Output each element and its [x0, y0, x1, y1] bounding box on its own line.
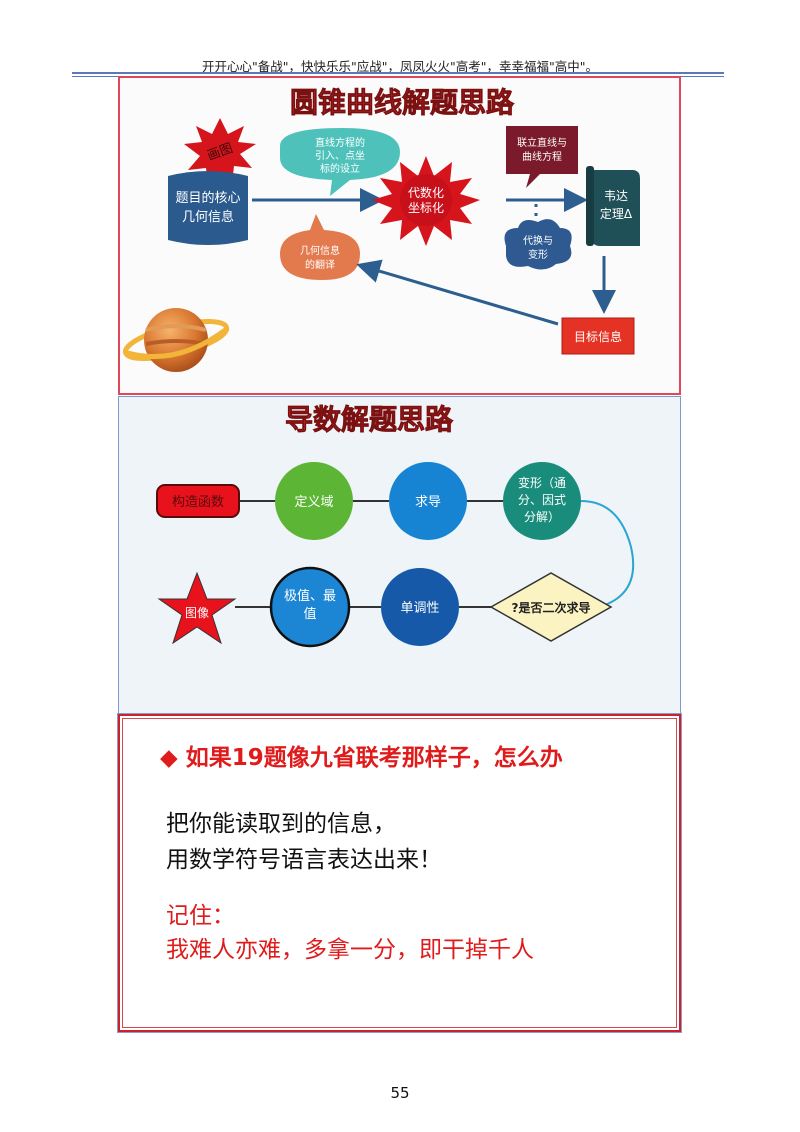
transform-line2: 分、因式	[518, 493, 566, 507]
derivative-panel: 导数解题思路 构造函数 定义域 求导 变形（通 分、因式 分解） ?是否二次求导…	[118, 396, 681, 714]
advice-line2: 用数学符号语言表达出来！	[166, 847, 442, 873]
algebra-sun	[372, 156, 480, 246]
advice-panel-inner-border	[122, 718, 677, 1028]
translate-line1: 几何信息	[300, 244, 340, 257]
setup-bubble-line1: 直线方程的	[315, 136, 365, 149]
vieta-scroll	[592, 170, 640, 246]
conic-panel: 圆锥曲线解题思路 画图 题目的核心 几何信息 直线方程的 引入、点坐 标的设立 …	[118, 76, 681, 395]
build-function-box	[156, 484, 240, 518]
combine-line1: 联立直线与	[517, 136, 567, 149]
advice-title: ◆ 如果19题像九省联考那样子，怎么办	[160, 738, 563, 772]
diamond-bullet-icon: ◆	[160, 745, 178, 771]
second-derivative-label: ?是否二次求导	[512, 600, 591, 615]
build-function-label: 构造函数	[172, 495, 224, 510]
vieta-line1: 韦达	[604, 189, 628, 203]
translate-line2: 的翻译	[305, 258, 335, 271]
core-info-line1: 题目的核心	[175, 190, 240, 206]
domain-circle	[275, 462, 353, 540]
monotonic-label: 单调性	[400, 601, 439, 616]
derivative-diagram: 导数解题思路 构造函数 定义域 求导 变形（通 分、因式 分解） ?是否二次求导…	[156, 403, 635, 648]
extreme-line1: 极值、最	[284, 588, 336, 604]
transform-line1: 变形（通	[518, 475, 566, 490]
transform-line2: 变形	[528, 248, 548, 261]
translate-bubble	[280, 214, 360, 280]
derive-circle	[389, 462, 467, 540]
conic-title: 圆锥曲线解题思路	[290, 86, 515, 119]
monotonic-circle	[381, 568, 459, 646]
draw-starburst	[184, 118, 256, 186]
advice-title-text: 如果19题像九省联考那样子，怎么办	[185, 745, 563, 771]
algebra-line2: 坐标化	[408, 201, 444, 215]
curve-connector	[580, 500, 635, 606]
setup-bubble-line3: 标的设立	[320, 162, 360, 175]
advice-panel: ◆ 如果19题像九省联考那样子，怎么办 把你能读取到的信息， 用数学符号语言表达出…	[117, 713, 682, 1033]
transform-line1: 代换与	[523, 234, 553, 247]
transform-cloud	[504, 219, 572, 270]
header-rule	[72, 72, 724, 74]
extreme-circle	[269, 566, 351, 648]
domain-label: 定义域	[294, 495, 333, 510]
planet-icon	[122, 308, 230, 372]
second-derivative-diamond	[489, 572, 613, 642]
combine-line2: 曲线方程	[522, 150, 562, 163]
page-number: 55	[390, 1084, 410, 1102]
advice-line1: 把你能读取到的信息，	[166, 811, 396, 837]
transform-line3: 分解）	[524, 510, 560, 524]
target-info-label: 目标信息	[574, 329, 622, 344]
graph-star	[157, 571, 237, 645]
advice-line3: 记住：	[166, 903, 235, 929]
setup-bubble-line2: 引入、点坐	[315, 150, 365, 162]
vieta-line2: 定理Δ	[600, 206, 633, 221]
arrow-target-to-translate	[356, 259, 559, 326]
core-info-line2: 几何信息	[182, 209, 234, 225]
transform-circle	[503, 462, 581, 540]
combine-callout	[506, 126, 578, 188]
advice-line4: 我难人亦难，多拿一分，即干掉千人	[166, 937, 534, 963]
algebra-line1: 代数化	[408, 185, 444, 200]
target-info-box	[561, 317, 635, 355]
page-header: 开开心心"备战"，快快乐乐"应战"，凤凤火火"高考"，幸幸福福"高中"。	[202, 59, 598, 74]
extreme-line2: 值	[303, 606, 316, 622]
setup-bubble	[280, 128, 400, 196]
core-info-banner	[168, 171, 248, 245]
derive-label: 求导	[415, 495, 441, 510]
graph-label: 图像	[185, 606, 209, 620]
derivative-title: 导数解题思路	[285, 403, 454, 436]
conic-diagram: 圆锥曲线解题思路 画图 题目的核心 几何信息 直线方程的 引入、点坐 标的设立 …	[122, 86, 640, 372]
